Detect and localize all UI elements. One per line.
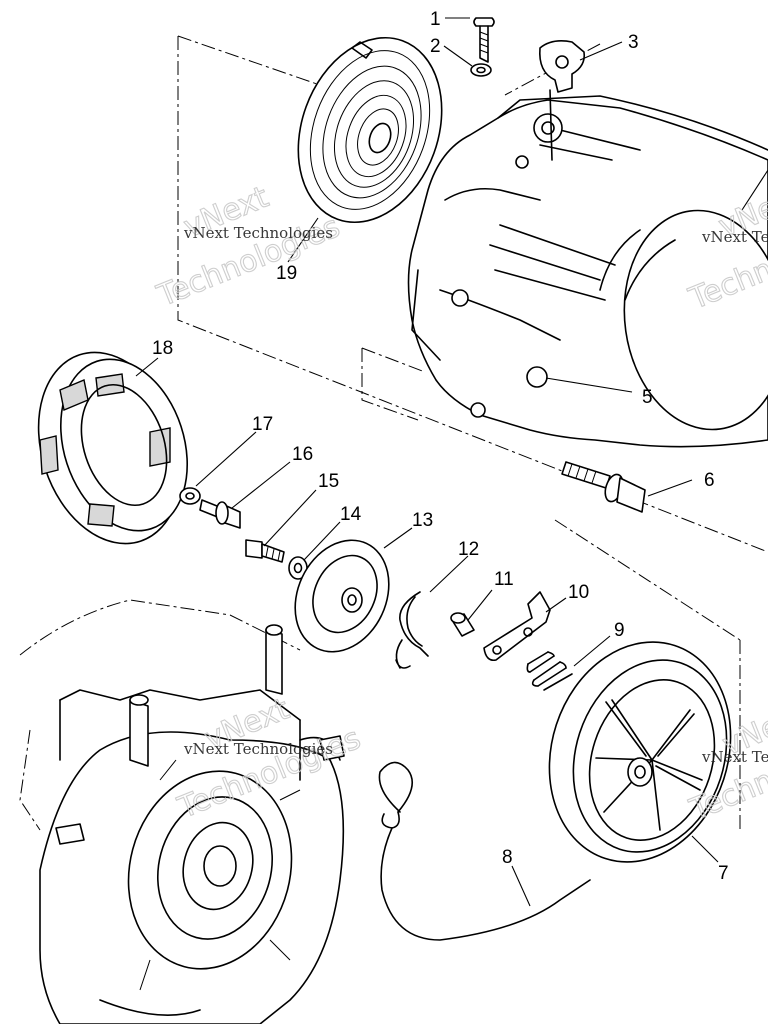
washer-part-2 <box>470 63 492 77</box>
watermark-text: vNext Technologies <box>183 224 333 242</box>
leader-lines <box>135 17 719 907</box>
flange-part-3 <box>538 40 586 161</box>
callout-12: 12 <box>458 539 479 560</box>
callout-labels: 1 2 3 5 6 7 8 9 10 11 12 13 14 15 16 17 … <box>152 9 729 884</box>
watermark-text: vNext Technologies <box>701 748 768 766</box>
callout-2: 2 <box>430 36 441 57</box>
callout-7: 7 <box>718 863 729 884</box>
pawl-part-10 <box>483 591 551 662</box>
callout-16: 16 <box>292 444 313 465</box>
callout-3: 3 <box>628 32 639 53</box>
bolt-part-16 <box>199 499 241 529</box>
callout-17: 17 <box>252 414 273 435</box>
disc-part-13 <box>294 539 390 653</box>
callout-6: 6 <box>704 470 715 491</box>
watermark-text: vNext Technologies <box>183 740 333 758</box>
bolt-part-15 <box>245 539 285 563</box>
engine-crankcase <box>19 599 345 1024</box>
pin-part-11 <box>450 612 475 637</box>
bolt-part-1 <box>473 17 495 63</box>
spring-part-9 <box>526 651 573 691</box>
callout-5: 5 <box>642 387 653 408</box>
recoil-housing-part <box>407 95 768 448</box>
clip-part-12 <box>395 591 429 669</box>
starter-rope-part-8 <box>378 761 591 941</box>
callout-10: 10 <box>568 582 589 603</box>
recoil-spring-part <box>297 36 443 224</box>
callout-13: 13 <box>412 510 433 531</box>
pulley-reel-part-7 <box>548 641 732 863</box>
callout-19: 19 <box>276 263 297 284</box>
callout-14: 14 <box>340 504 362 525</box>
bolt-part-6 <box>561 461 646 513</box>
callout-8: 8 <box>502 847 513 868</box>
watermark-text: vNext Technologies <box>701 228 768 246</box>
callout-18: 18 <box>152 338 173 359</box>
pulley-cup-part-18 <box>37 351 189 545</box>
callout-11: 11 <box>494 569 514 590</box>
callout-15: 15 <box>318 471 339 492</box>
callout-9: 9 <box>614 620 625 641</box>
washer-part-17 <box>179 487 201 505</box>
callout-1: 1 <box>430 9 441 30</box>
